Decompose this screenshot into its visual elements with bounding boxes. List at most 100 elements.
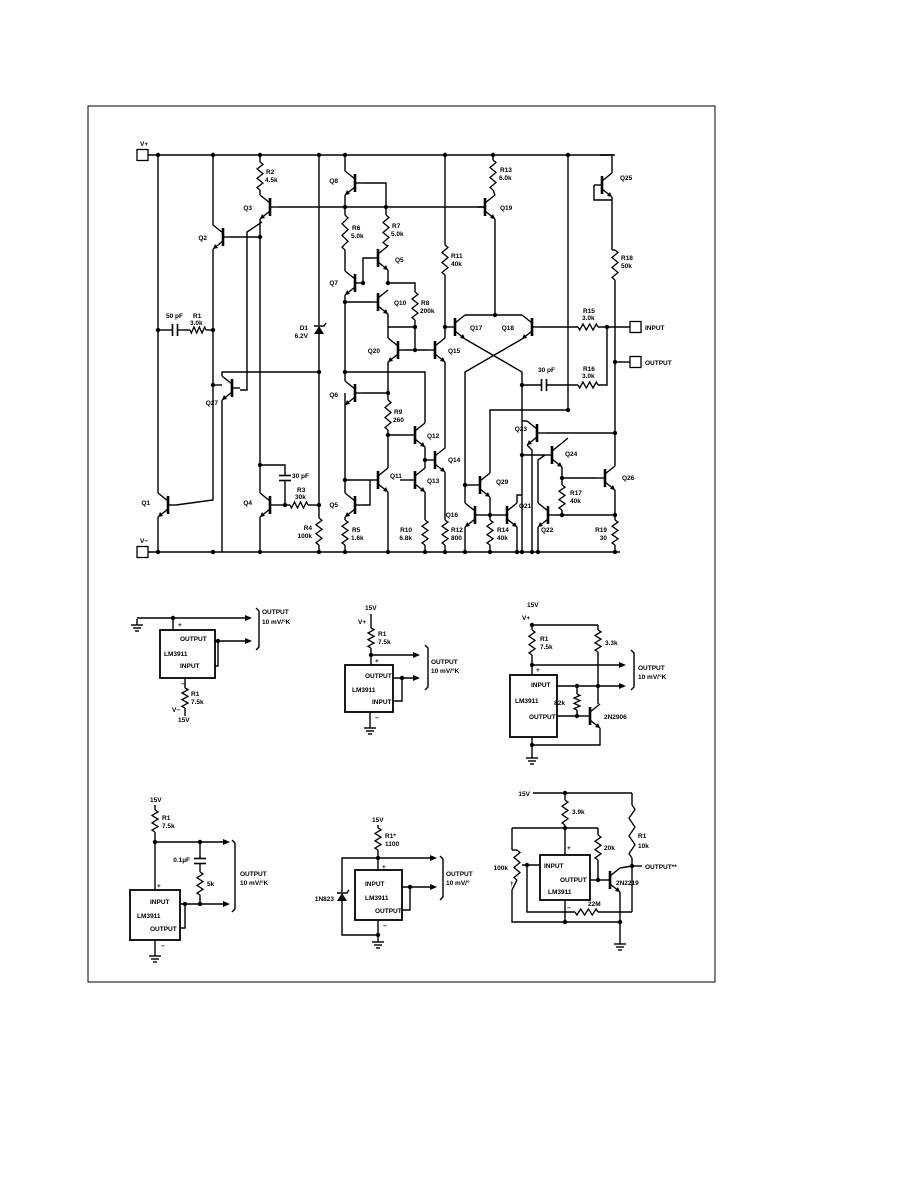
resistor [340, 519, 350, 546]
wire [240, 221, 263, 391]
emitter-arrow [440, 357, 445, 362]
label: 5.0k [351, 233, 364, 240]
wire [363, 480, 371, 506]
junction-dot [487, 549, 493, 555]
label: 30k [295, 494, 306, 501]
label: 6.8k [399, 535, 412, 542]
label: − [181, 681, 185, 688]
label: INPUT [531, 682, 551, 689]
label: 40k [570, 498, 581, 505]
emitter-arrow [460, 334, 465, 339]
resistor [341, 214, 349, 251]
emitter-arrow [538, 522, 543, 527]
label: R13 [500, 167, 512, 174]
wire [484, 194, 496, 204]
junction-dot [529, 742, 535, 748]
wire [387, 270, 416, 292]
label: Q20 [368, 348, 381, 355]
junction-dot [385, 432, 391, 438]
junction-dot [612, 430, 618, 436]
label: 260 [393, 417, 404, 424]
terminal [629, 355, 642, 369]
junction-dot [612, 512, 618, 518]
wire [180, 904, 186, 929]
label: OUTPUT [529, 714, 556, 721]
arrow-icon [430, 855, 437, 861]
label: − [161, 943, 165, 950]
emitter-arrow [388, 357, 393, 362]
label: R1 [540, 636, 549, 643]
resistor [527, 629, 537, 656]
wire [341, 901, 378, 936]
label: R1 [638, 833, 647, 840]
wire [521, 314, 533, 324]
arrow-icon [619, 662, 626, 668]
figure-frame [87, 105, 716, 983]
wire [221, 371, 319, 376]
resistor [577, 322, 599, 332]
label: R1* [385, 833, 396, 840]
wire [439, 855, 444, 901]
label: 3.0k [582, 373, 595, 380]
emitter-arrow [158, 512, 163, 517]
label: Q12 [427, 433, 440, 440]
label: LM3911 [365, 895, 389, 902]
label: INPUT [645, 325, 665, 332]
wire [377, 289, 389, 299]
label: + [536, 667, 540, 674]
label: − [567, 905, 571, 912]
wire [377, 245, 389, 255]
resistor [610, 249, 620, 281]
resistor [512, 849, 522, 881]
wire [221, 375, 233, 385]
junction-dot [210, 549, 216, 555]
wire [609, 867, 621, 877]
arrow-icon [223, 901, 230, 907]
label: R7 [392, 223, 401, 230]
resistor [381, 214, 391, 246]
emitter-arrow [440, 467, 445, 472]
emitter-arrow [610, 485, 615, 490]
junction-dot [529, 549, 535, 555]
label: R3 [297, 487, 306, 494]
label: 15V [150, 797, 162, 804]
junction-dot [316, 549, 322, 555]
label: R1 [191, 691, 200, 698]
label: R12 [451, 527, 463, 534]
label: R9 [394, 409, 403, 416]
emitter-arrow [512, 522, 517, 527]
wire [598, 327, 608, 386]
wire [561, 467, 597, 479]
zener-diode [314, 326, 324, 334]
wire [314, 322, 327, 327]
label: † [510, 881, 514, 888]
junction-dot [316, 369, 322, 375]
junction-dot [604, 324, 610, 330]
wire [345, 371, 426, 423]
label: OUTPUT [431, 659, 458, 666]
label: 7.5k [162, 823, 175, 830]
label: R17 [570, 490, 582, 497]
label: 7.5k [540, 644, 553, 651]
arrow-icon [245, 638, 252, 644]
label: − [383, 923, 387, 930]
wire [600, 154, 613, 173]
junction-dot [316, 502, 322, 508]
label: R1 [162, 815, 171, 822]
label: Q5 [395, 257, 404, 264]
label: 15V [365, 605, 377, 612]
label: INPUT [180, 663, 200, 670]
junction-dot [574, 713, 580, 719]
junction-dot [375, 932, 381, 938]
label: 0.1µF [173, 857, 190, 864]
junction-dot [210, 382, 216, 388]
wire [215, 641, 219, 667]
resistor [577, 380, 599, 390]
junction-dot [155, 152, 161, 158]
label: Q16 [446, 512, 459, 519]
junction-dot [342, 204, 348, 210]
label: OUTPUT [560, 877, 587, 884]
resistor [485, 519, 495, 546]
junction-dot [155, 549, 161, 555]
junction-dot [422, 457, 428, 463]
